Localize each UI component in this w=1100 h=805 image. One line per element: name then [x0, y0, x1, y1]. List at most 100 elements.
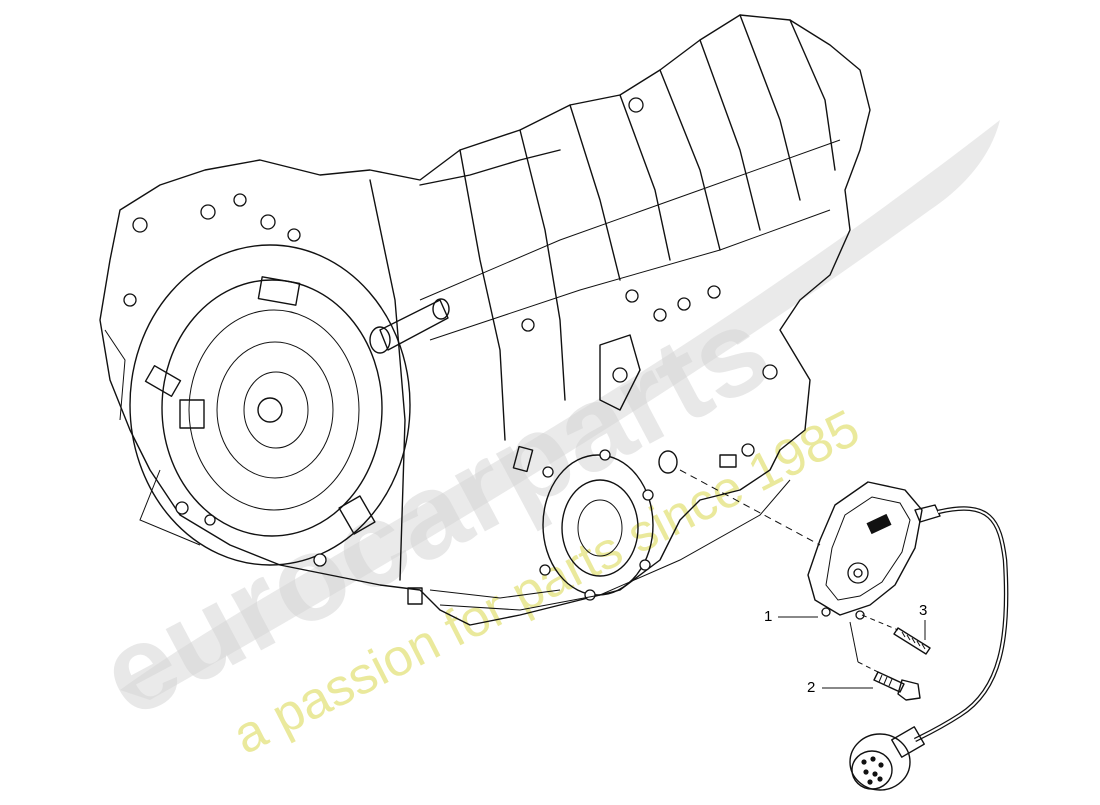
pump-unit [807, 481, 941, 620]
flange-bolt-hole [260, 214, 276, 230]
side-boss-cap [369, 326, 391, 354]
callout-label-3: 3 [919, 602, 928, 619]
stud-part-3 [861, 614, 931, 655]
case-rib [519, 129, 566, 401]
case-seam [419, 139, 841, 301]
case-rib [419, 149, 561, 186]
input-shaft [257, 397, 283, 423]
plug-pin [872, 771, 878, 777]
plug-pin [861, 759, 867, 765]
sensor-cable-core [914, 507, 1008, 741]
output-flange-inner [561, 479, 639, 577]
torque-converter-ring-inner [188, 309, 360, 511]
case-bolt [741, 443, 755, 457]
watermark-swoosh [120, 120, 1000, 700]
case-rib [659, 69, 721, 251]
output-flange-bolt [539, 564, 551, 576]
torque-converter-outer [129, 244, 411, 566]
stud-leader [861, 614, 899, 631]
housing-web [139, 469, 201, 546]
mount-bracket [599, 334, 641, 411]
pump-face [825, 496, 911, 601]
bolt-leader [857, 661, 879, 673]
bolt-part-2 [849, 621, 921, 701]
stud-thread [901, 631, 926, 650]
side-boss-end [432, 298, 450, 320]
flange-bolt-hole [200, 204, 216, 220]
output-flange-bolt [584, 589, 596, 601]
valve-lug [512, 445, 534, 473]
case-bolt [628, 97, 644, 113]
case-bolt [521, 318, 535, 332]
flange-bolt-hole [233, 193, 247, 207]
case-rib [619, 94, 671, 261]
pump-connector [914, 504, 941, 523]
transmission-assembly [99, 14, 871, 626]
plug-collar [891, 726, 925, 758]
speed-sensor-port [658, 450, 678, 474]
valve-lug [407, 587, 423, 605]
flange-bolt-hole [132, 217, 148, 233]
flange-bolt-hole [123, 293, 137, 307]
flange-bolt-hole [175, 501, 189, 515]
bolt-leader [849, 621, 859, 663]
case-bolt [653, 308, 667, 322]
converter-lug-right [179, 399, 205, 429]
callout-label-2: 2 [807, 679, 816, 696]
converter-lug-bottom [338, 495, 376, 535]
flange-bolt-hole [287, 228, 301, 242]
side-boss [379, 299, 449, 351]
pump-body [807, 481, 923, 616]
output-flange-bolt [599, 449, 611, 461]
case-rib [699, 39, 761, 231]
valve-lug [719, 454, 737, 468]
case-bolt [762, 364, 778, 380]
plug-pin [878, 762, 884, 768]
plug-pin [870, 756, 876, 762]
case-rib [789, 19, 836, 171]
plug-body [849, 733, 911, 791]
callout-label-1: 1 [764, 608, 773, 625]
pump-label-plate [866, 513, 892, 535]
pump-shaft-inner [853, 568, 863, 578]
case-rib [369, 179, 406, 581]
sensor-cable [913, 506, 1009, 743]
housing-web [104, 329, 126, 421]
leader-line-to-pump [679, 469, 821, 546]
watermark: eurocarparts a passion for parts since 1… [79, 120, 1000, 766]
output-flange-center [577, 499, 623, 557]
connector-plug [849, 726, 925, 791]
torque-converter-hub [243, 371, 309, 449]
bolt-thread [878, 674, 893, 687]
case-seam [429, 209, 831, 341]
plug-face [851, 750, 893, 790]
plug-pin [863, 769, 869, 775]
plug-pin [877, 776, 883, 782]
output-flange-bolt [542, 466, 554, 478]
output-flange-bolt [639, 559, 651, 571]
case-bolt [625, 289, 639, 303]
case-bolt [677, 297, 691, 311]
bolt-shank [873, 671, 905, 693]
converter-lug-top [257, 276, 301, 306]
bolt-head [897, 679, 921, 701]
oil-pan-edge [439, 479, 791, 611]
output-flange-bolt [642, 489, 654, 501]
flange-bolt-hole [204, 514, 216, 526]
mount-bracket-hole [612, 367, 628, 383]
pump-mount-hole [855, 610, 865, 620]
case-rib [569, 104, 621, 281]
case-rib [739, 14, 801, 201]
case-bolt [707, 285, 721, 299]
flange-bolt-hole [313, 553, 327, 567]
pump-mount-hole [821, 607, 831, 617]
oil-pan-edge [429, 589, 561, 599]
torque-converter-hub-ring [216, 341, 334, 479]
stud-shaft [893, 627, 931, 655]
plug-pin [867, 779, 873, 785]
converter-lug-left [144, 365, 182, 397]
torque-converter-ring [161, 279, 383, 537]
case-rib [459, 149, 506, 441]
